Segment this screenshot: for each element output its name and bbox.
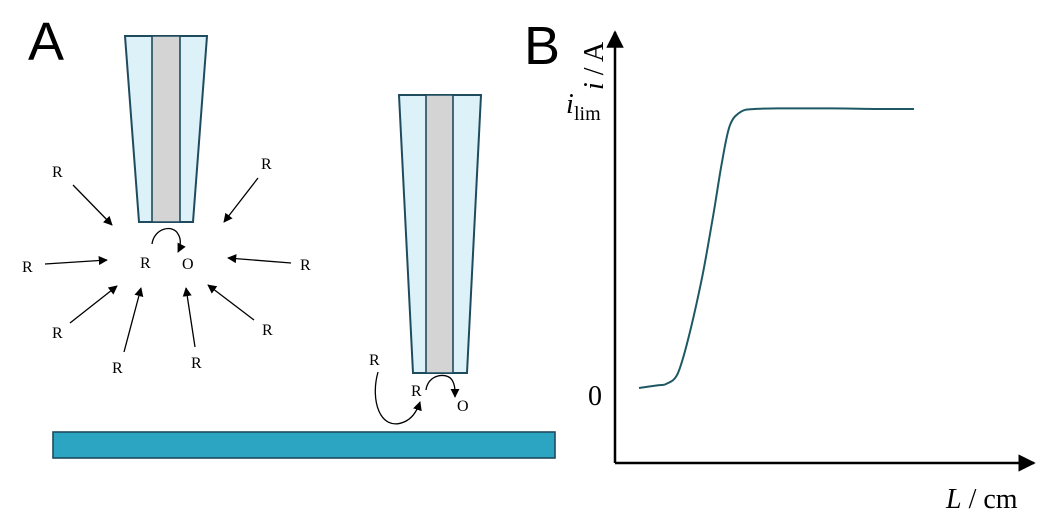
- y-tick-zero: 0: [588, 381, 602, 412]
- right-electrode-core: [425, 94, 454, 374]
- y-axis-var: i: [579, 82, 610, 90]
- species-o-label: O: [457, 398, 469, 415]
- diffusion-arrow: [207, 284, 255, 321]
- species-r-label: R: [22, 259, 33, 276]
- substrate-regeneration-arrow: [374, 371, 422, 425]
- y-axis-label: i / A: [579, 41, 610, 90]
- diffusion-arrow: [182, 287, 196, 348]
- species-o-label: O: [182, 256, 194, 273]
- diffusion-arrow: [69, 285, 118, 324]
- panel-a: A R R R R O R R R R R: [22, 12, 556, 459]
- panel-a-letter: A: [28, 12, 64, 72]
- species-r-label: R: [261, 156, 272, 173]
- diffusion-arrow: [223, 177, 259, 223]
- diffusion-arrows: [44, 177, 292, 353]
- species-r-label: R: [411, 383, 422, 400]
- diffusion-arrow: [123, 287, 144, 353]
- species-r-label: R: [140, 255, 151, 272]
- diffusion-arrow: [72, 184, 113, 226]
- x-axis-separator: /: [962, 484, 984, 515]
- chart-plot-area: [638, 107, 914, 389]
- redox-arrow-right: [425, 374, 460, 398]
- y-tick-ilim-sub: lim: [574, 103, 601, 125]
- diffusion-arrow: [44, 255, 108, 266]
- species-r-label: R: [369, 352, 380, 369]
- species-r-label: R: [112, 360, 123, 377]
- x-axis-var: L: [945, 484, 962, 515]
- panel-b-letter: B: [524, 16, 560, 76]
- bulk-species-labels: R R R R O R R R R R: [22, 156, 311, 377]
- left-electrode-core: [151, 35, 181, 223]
- species-r-label: R: [300, 257, 311, 274]
- current-distance-curve: [638, 107, 914, 389]
- substrate: [52, 431, 556, 459]
- species-r-label: R: [191, 355, 202, 372]
- species-r-label: R: [262, 322, 273, 339]
- y-axis-unit: A: [579, 41, 610, 62]
- diffusion-arrow: [227, 254, 292, 264]
- left-electrode: [123, 35, 209, 223]
- panel-b: B i / A i lim 0 L / cm: [524, 16, 1036, 515]
- x-axis-label: L / cm: [945, 484, 1018, 515]
- species-r-label: R: [52, 164, 63, 181]
- right-electrode: [397, 94, 483, 374]
- x-axis-unit: cm: [983, 484, 1017, 515]
- redox-arrow-left: [151, 227, 186, 253]
- y-axis-separator: /: [579, 62, 610, 82]
- species-r-label: R: [52, 325, 63, 342]
- y-tick-ilim: i: [566, 89, 574, 120]
